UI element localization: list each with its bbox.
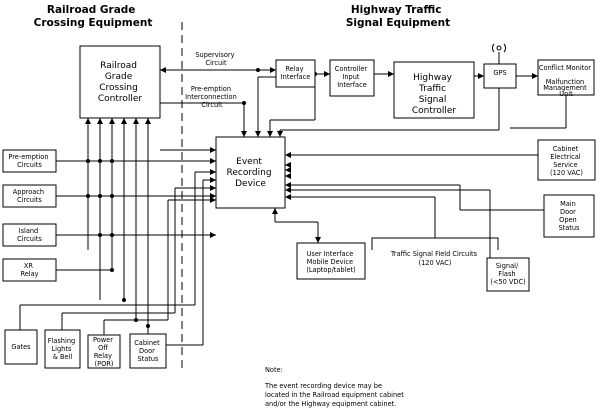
railroad-header-line: Crossing Equipment (34, 17, 153, 29)
svg-text:Flashing Lights &: Flashing Lights & Bell (48, 337, 78, 361)
gates-box: Gates (4, 329, 38, 365)
svg-text:User Interface Mobile De: User Interface Mobile Device (Laptop/tab… (306, 250, 355, 274)
flashing-lights-bell-box: Flashing Lights & Bell (44, 329, 81, 369)
event-recording-device-box: Event Recording Device (215, 136, 286, 209)
svg-text:Railroad Grade Cro: Railroad Grade Crossing Controller (98, 61, 143, 104)
conflict-monitor-box: Conflict Monitor Malfunction Management … (537, 59, 595, 98)
cabinet-electrical-service-box: Cabinet Electrical Service (120 VAC) (537, 139, 596, 181)
note-body: The event recording device may be locate… (264, 382, 406, 408)
svg-text:Cabinet Electrical: Cabinet Electrical Service (120 VAC) (550, 145, 583, 177)
supervisory-circuit-label: Supervisory Circuit (195, 51, 236, 67)
note: Note: The event recording device may be … (264, 366, 406, 408)
highway-header-line: Highway Traffic (351, 4, 442, 16)
svg-text:Power Off Relay: Power Off Relay (POR) (93, 336, 115, 368)
approach-circuits-box: Approach Circuits (2, 184, 57, 208)
note-title: Note: (265, 366, 283, 374)
island-circuits-box: Island Circuits (2, 223, 57, 247)
railroad-header-line: Railroad Grade (47, 4, 136, 16)
svg-text:Controller Input I: Controller Input Interface (335, 65, 370, 89)
highway-header: Highway Traffic Signal Equipment (346, 4, 450, 29)
svg-text:Approach Circuits: Approach Circuits (13, 188, 46, 204)
svg-text:Traffic Signal Field Circuits: Traffic Signal Field Circuits (120 VAC) (390, 250, 479, 267)
svg-text:Relay Interface: Relay Interface (281, 65, 311, 81)
highway-traffic-signal-controller-box: Highway Traffic Signal Controller (393, 61, 475, 119)
svg-text:Signal/ Flash (<50: Signal/ Flash (<50 VDC) (490, 262, 525, 286)
xr-relay-box: XR Relay (2, 258, 57, 282)
svg-text:Highway Traffic Si: Highway Traffic Signal Controller (412, 73, 457, 116)
preemption-circuits-box: Pre-emption Circuits (2, 149, 57, 173)
svg-text:Island Circuits: Island Circuits (17, 227, 42, 243)
controller-input-interface-box: Controller Input Interface (329, 59, 375, 97)
junction-dots (86, 68, 317, 328)
railroad-header: Railroad Grade Crossing Equipment (34, 4, 153, 29)
user-interface-mobile-device-box: User Interface Mobile Device (Laptop/tab… (296, 242, 366, 280)
svg-text:Conflict Monitor: Conflict Monitor Malfunction Management … (539, 64, 593, 98)
svg-text:Pre-emption Circuits: Pre-emption Circuits (8, 153, 50, 169)
svg-text:Cabinet Door Statu: Cabinet Door Status (134, 339, 162, 363)
svg-text:Event Recording De: Event Recording Device (227, 157, 275, 189)
railroad-grade-crossing-controller-box: Railroad Grade Crossing Controller (79, 45, 161, 119)
highway-header-line: Signal Equipment (346, 17, 450, 29)
svg-text:XR Relay: XR Relay (20, 262, 38, 278)
gps-box: GPS (483, 63, 517, 89)
traffic-signal-field-circuits-box: Traffic Signal Field Circuits (120 VAC) (371, 237, 499, 267)
preemption-interconnection-label: Pre-emption Interconnection Circuit (185, 85, 239, 109)
relay-interface-box: Relay Interface (275, 59, 316, 88)
arrowheads (85, 67, 538, 243)
svg-text:Gates: Gates (11, 343, 31, 351)
power-off-relay-box: Power Off Relay (POR) (87, 334, 121, 369)
signal-flash-box: Signal/ Flash (<50 VDC) (486, 257, 530, 292)
cabinet-door-status-box: Cabinet Door Status (129, 333, 167, 369)
main-door-open-status-box: Main Door Open Status (543, 194, 595, 238)
svg-text:Main Door Open: Main Door Open Status (558, 200, 580, 232)
svg-text:GPS: GPS (493, 69, 506, 77)
